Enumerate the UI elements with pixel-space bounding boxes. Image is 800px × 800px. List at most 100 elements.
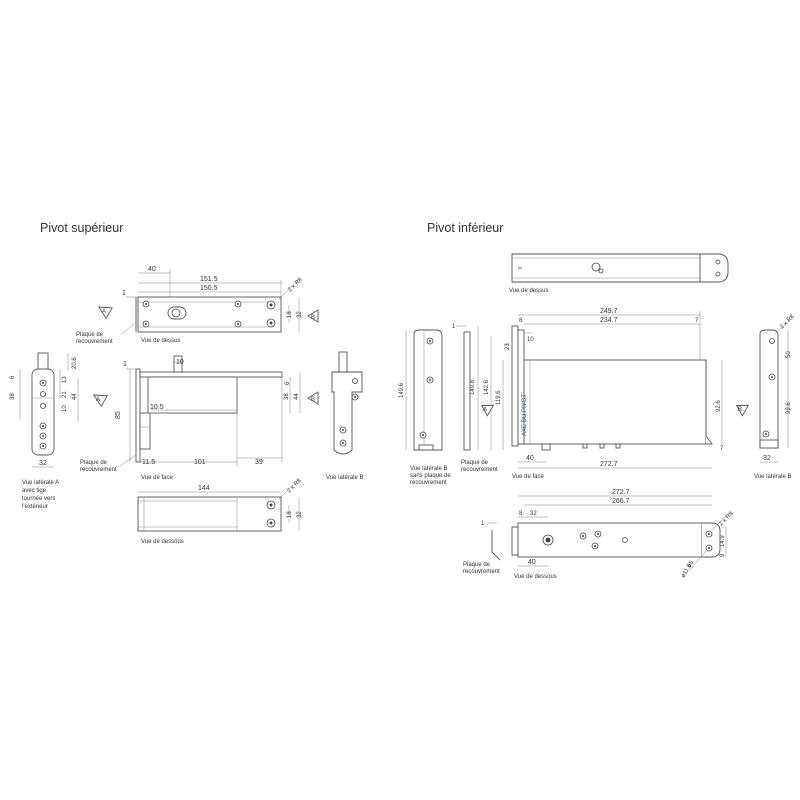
side-dim-32: 32 (39, 460, 47, 467)
dim-bot-18: 18 (287, 511, 293, 518)
right-bottom-body (517, 522, 703, 558)
dim-rb-14-9: 14.9 (720, 535, 726, 547)
dim-side-99-6: 99.6 (786, 402, 792, 414)
label-vue-de-face: Vue de face (141, 475, 173, 481)
left-side-view-b: Vue latérale B (326, 351, 363, 481)
dim-r-149-8: 149.8 (470, 379, 476, 395)
right-top-view: Vue de dessus (509, 253, 729, 294)
label-side-b-left: Vue latérale B (326, 475, 363, 481)
plaque-rb-2: recouvrement (463, 569, 500, 575)
side-dim-13: 13 (62, 376, 68, 383)
label-right-side-b: Vue latérale B (754, 474, 791, 480)
dim-r-7: 7 (695, 318, 699, 324)
marker-a-right: A (483, 407, 487, 413)
plaque-right-2: recouvrement (461, 467, 498, 473)
dim-latb-1: 1 (452, 324, 456, 330)
left-side-view-a: 6 38 20.6 13 21 10 44 32 Vue latérale A … (10, 352, 79, 510)
dim-front-38: 38 (284, 393, 290, 400)
dim-bot-2xr8: 2 x R8 (286, 477, 303, 494)
dim-r-249-7: 249.7 (600, 308, 618, 315)
side-dim-10: 10 (62, 405, 68, 412)
dim-rb-phi5: ø5 (687, 559, 696, 569)
left-top-view: 40 151.5 150.5 1 2 x R8 18 32 A B Plaque… (76, 266, 319, 345)
side-a-label-4: l'extérieur (22, 504, 48, 510)
dim-18: 18 (287, 311, 293, 318)
label-vue-de-dessus: Vue de dessus (141, 338, 180, 344)
latb-label-1: Vue latérale B (410, 466, 447, 472)
left-front-plaque (135, 368, 141, 463)
dim-front-10-5: 10.5 (150, 404, 164, 411)
side-a-label-3: tournée vers (22, 496, 55, 502)
dim-r-272-7: 272.7 (600, 461, 618, 468)
left-front-view: 1 10 85 10.5 11.5 101 39 6 38 44 A B Pla… (80, 355, 319, 481)
marker-b-right: B (738, 407, 742, 413)
dim-rb-8: 8 (519, 511, 523, 517)
latb-body (413, 329, 443, 451)
label-right-vue-de-face: Vue de face (512, 474, 544, 480)
left-front-pin (173, 355, 183, 373)
side-dim-20-6: 20.6 (72, 357, 78, 369)
plaque-front-1: Plaque de (80, 460, 108, 466)
right-lateral-b-sans-plaque: 149.6 1 Vue latérale B sans plaque de re… (399, 324, 471, 486)
title-pivot-inferieur: Pivot inférieur (427, 221, 504, 235)
dim-r-8: 8 (519, 318, 523, 324)
side-a-pin (37, 352, 49, 372)
dim-r-10: 10 (527, 337, 534, 343)
right-side-body (759, 329, 779, 449)
right-side-view-b: 2 x R8 50 99.6 32 B Vue latérale B (735, 313, 796, 480)
label-right-vue-de-dessus: Vue de dessus (509, 288, 548, 294)
side-a-label-2: avec tige (22, 488, 47, 494)
side-a-label-1: Vue latérale A (22, 480, 59, 486)
side-dim-6: 6 (10, 375, 16, 379)
dim-r-40: 40 (526, 455, 534, 462)
marker-b-top: B (311, 315, 315, 321)
dim-rb-40: 40 (528, 559, 536, 566)
dim-rb-272-7: 272.7 (612, 489, 630, 496)
dim-32: 32 (297, 311, 303, 318)
dim-r-119-6: 119.6 (496, 390, 502, 405)
side-dim-44: 44 (72, 393, 78, 400)
right-bottom-view: 272.7 266.7 8 32 40 2 x R8 14.9 9 ø5 ø11… (463, 489, 735, 580)
marker-a-top: A (102, 309, 106, 315)
dim-bot-144: 144 (198, 485, 210, 492)
left-bottom-body (137, 496, 282, 532)
dim-r-7b: 7 (720, 446, 724, 452)
dim-side-32: 32 (763, 455, 771, 462)
side-a-body (31, 368, 55, 456)
dim-151-5: 151.5 (200, 276, 218, 283)
label-vue-de-dessous: Vue de dessous (141, 539, 184, 545)
axe-du-pivot-label: AXE DU PIVOT (522, 394, 528, 436)
dim-r-23: 23 (505, 343, 511, 350)
marker-a-front: A (96, 397, 100, 403)
dim-front-85: 85 (115, 411, 122, 419)
side-b-body (331, 371, 363, 455)
dim-r-142-6: 142.6 (484, 379, 490, 395)
plaque-rb-1: Plaque de (463, 562, 491, 568)
dim-side-50: 50 (786, 351, 792, 358)
dim-front-101: 101 (194, 459, 206, 466)
dim-rb-1: 1 (481, 521, 485, 527)
side-dim-21: 21 (62, 391, 68, 398)
right-front-plaque (511, 325, 519, 447)
dim-latb-149-6: 149.6 (399, 382, 405, 398)
dim-front-10: 10 (176, 359, 184, 366)
plaque-front-2: recouvrement (80, 467, 117, 473)
dim-front-44: 44 (294, 393, 300, 400)
left-front-body (147, 376, 238, 414)
side-dim-38: 38 (10, 393, 16, 400)
dim-front-6: 6 (285, 381, 291, 385)
label-right-vue-de-dessous: Vue de dessous (514, 574, 557, 580)
right-top-body (511, 253, 729, 283)
dim-bot-32: 32 (297, 511, 303, 518)
dim-1: 1 (122, 290, 126, 297)
dim-front-1: 1 (123, 361, 127, 368)
dim-front-39: 39 (255, 459, 263, 466)
title-pivot-superieur: Pivot supérieur (40, 221, 124, 235)
left-front-top-plate (139, 371, 283, 378)
dim-rb-9: 9 (720, 553, 726, 557)
right-front-view: AXE DU PIVOT 249.7 234.7 8 7 10 23 149.8… (461, 308, 724, 480)
dim-r-234-7: 234.7 (600, 317, 618, 324)
left-top-view-body (137, 296, 282, 333)
